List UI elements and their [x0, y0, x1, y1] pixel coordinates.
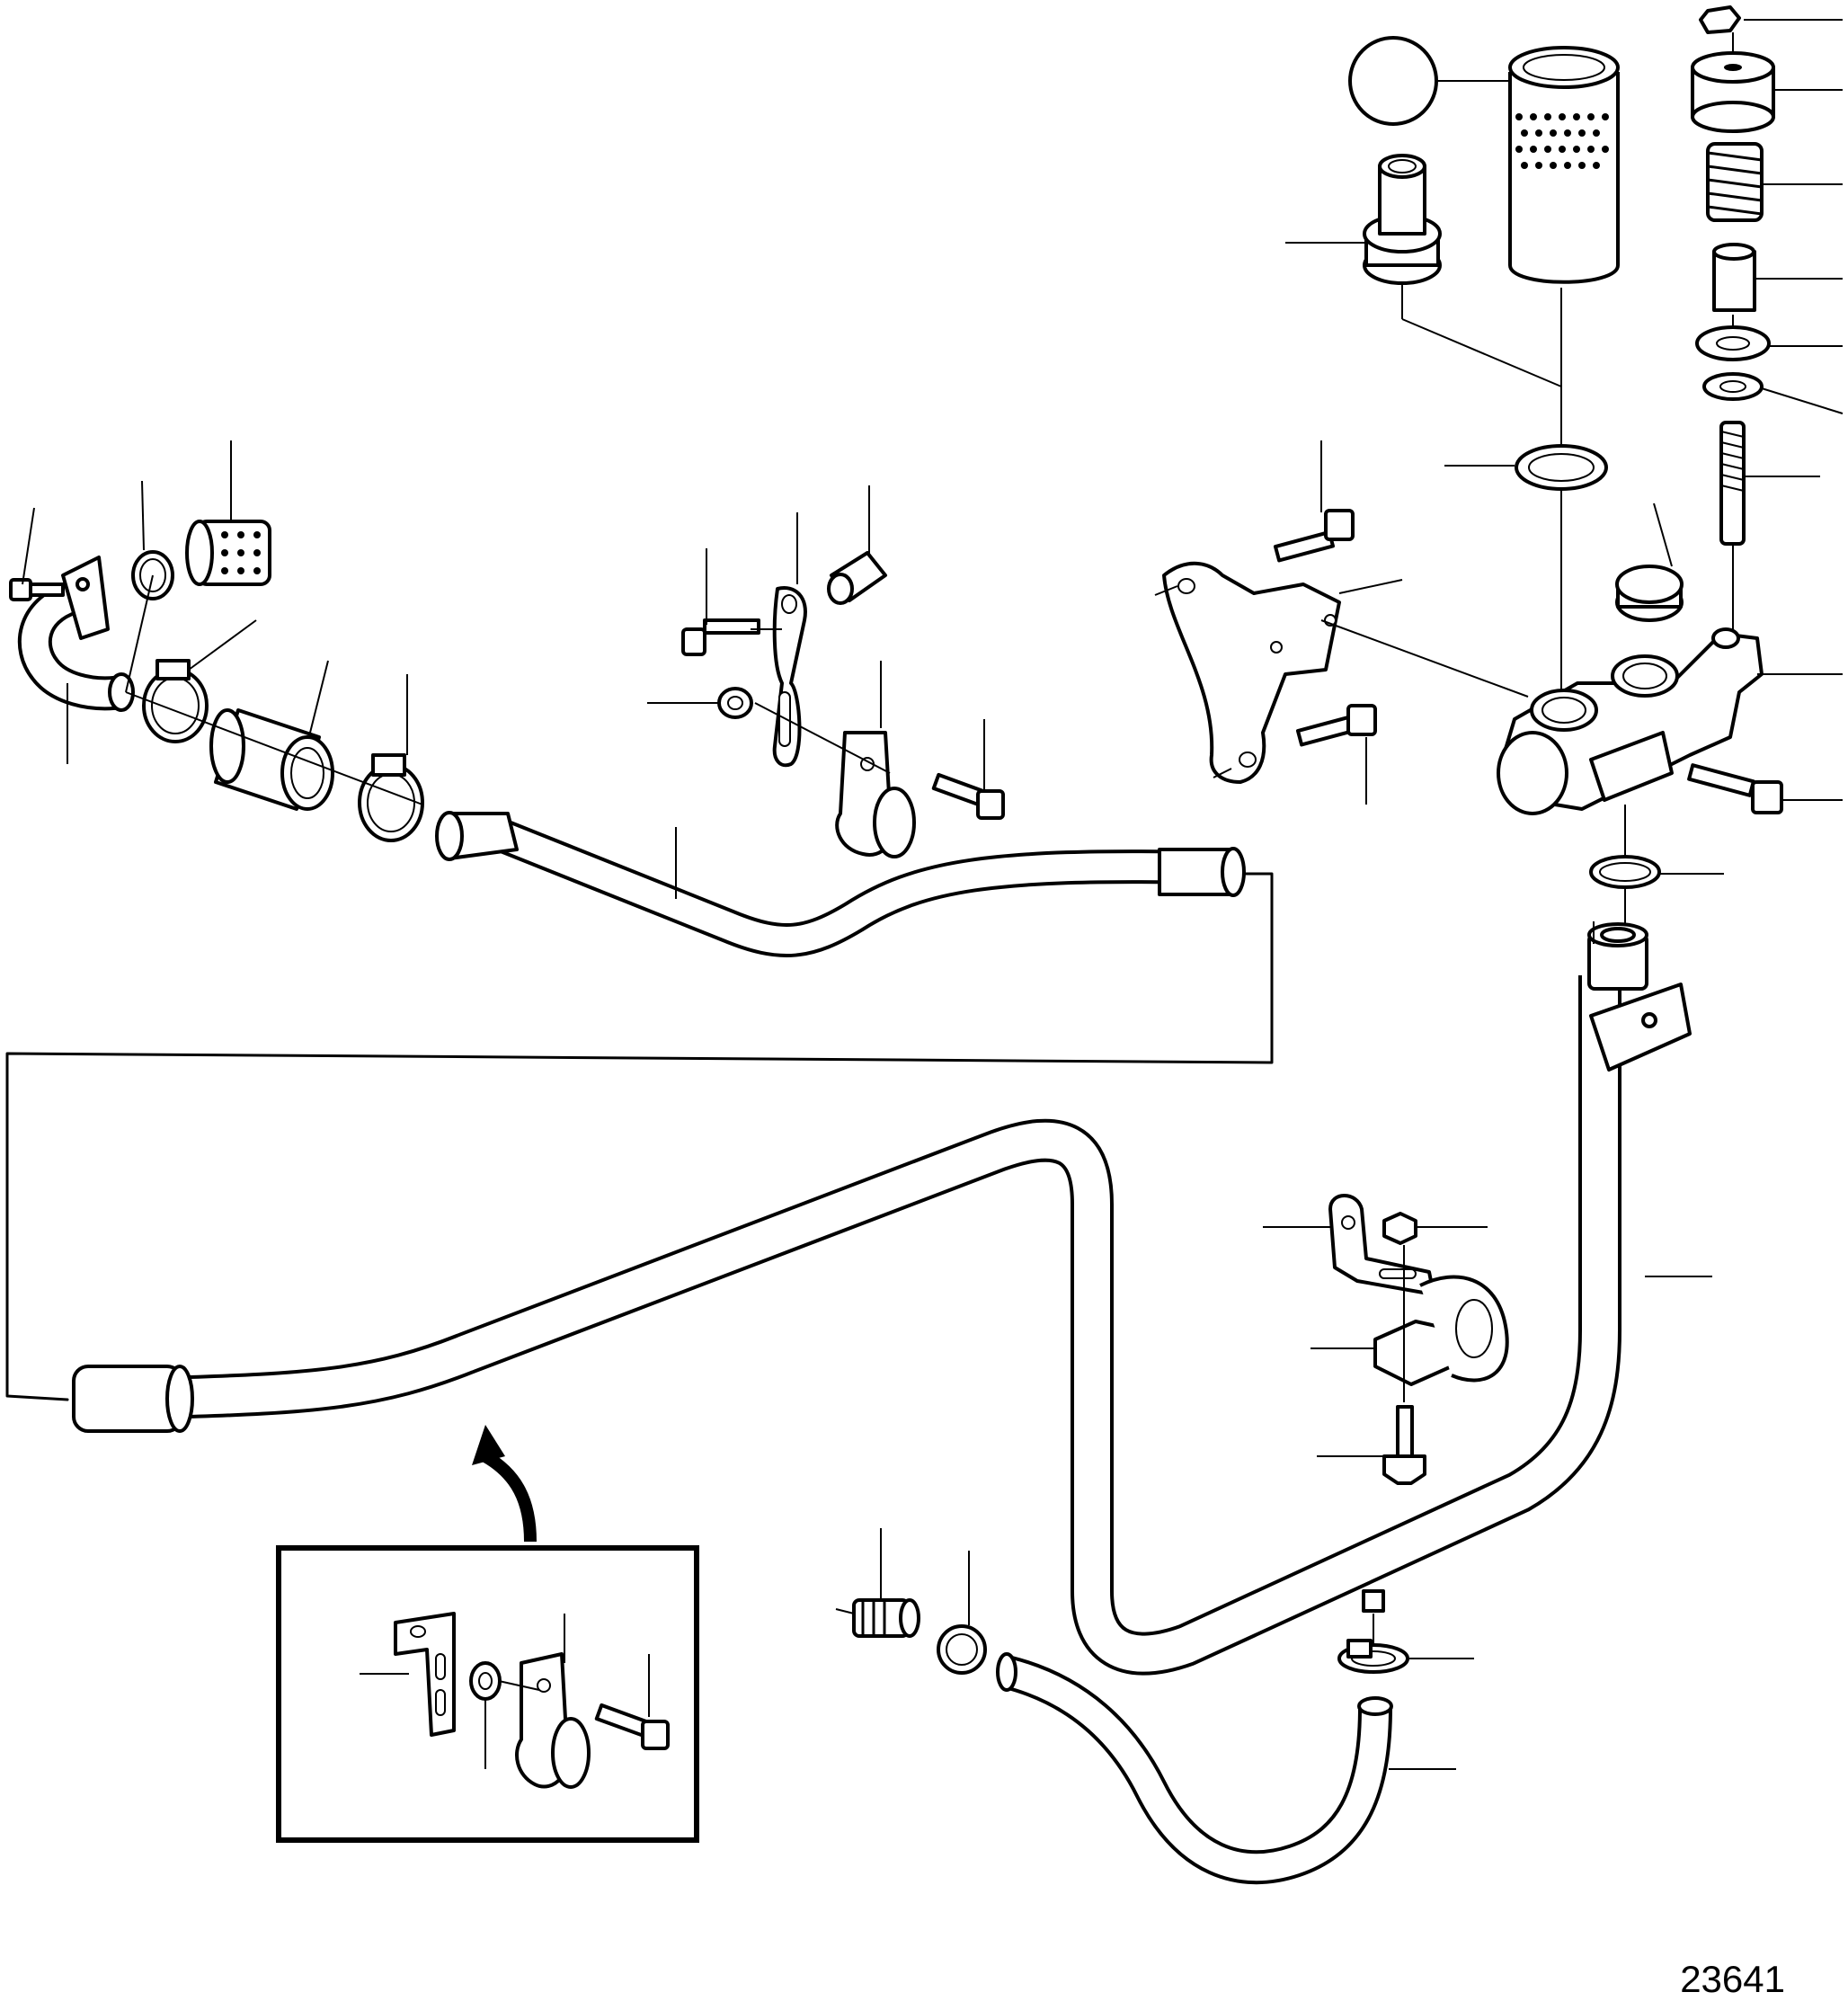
bolt-right-clamp: [1382, 1405, 1426, 1485]
upper-pipe-left-fitting: [435, 811, 519, 861]
p-clip-middle: [835, 731, 916, 858]
twisted-strap-bracket: [772, 586, 807, 768]
filter-head-plug: [1615, 565, 1684, 622]
valve-washer-2: [1702, 372, 1764, 401]
lower-hose: [996, 1652, 1393, 1885]
leader-lines-left: [22, 440, 677, 899]
nut-middle: [717, 687, 753, 719]
leader-lines-right-clamp: [1263, 1226, 1712, 1457]
elbow-clamp-bracket: [61, 556, 110, 640]
leader-lines-plate: [1154, 440, 1529, 805]
lower-pipe-end-sleeve: [72, 1365, 194, 1433]
pipe-bottom-stub: [1362, 1589, 1385, 1643]
filter-perforation-dots: [1515, 113, 1609, 169]
hose-nipple-fitting: [852, 1598, 920, 1638]
bolt-filter-head: [1687, 763, 1783, 814]
leader-lines-middle: [647, 485, 985, 791]
leader-lines-filter: [1285, 242, 1562, 692]
hose-clamp-1: [142, 659, 209, 743]
valve-cap-nut: [1699, 5, 1741, 34]
filter-head-block: [1497, 627, 1764, 815]
leader-lines-head: [1653, 502, 1843, 801]
connection-frame-line: [5, 872, 1274, 1401]
valve-spring: [1706, 142, 1764, 222]
hose-clamp-vertical: [1337, 1639, 1409, 1674]
filter-sealing-ring: [1515, 444, 1608, 491]
circle-callout-marker: [1348, 36, 1510, 126]
hose-clamp-2: [358, 753, 424, 842]
bolt-middle-1: [681, 618, 760, 656]
clamp-block-right: [1373, 1275, 1509, 1386]
hose-clamp-lower: [937, 1624, 987, 1675]
upper-pipe-right-fitting: [1158, 847, 1246, 897]
leader-lines-lower-hose: [835, 1528, 1474, 1770]
angle-bracket-right: [1328, 1194, 1435, 1296]
valve-washer-1: [1695, 325, 1771, 361]
filter-nipple: [1363, 154, 1442, 285]
o-ring-lower: [1589, 805, 1724, 944]
bolt-middle-2: [931, 772, 1005, 820]
bolt-plate-top: [1273, 509, 1355, 563]
detail-arrow: [472, 1425, 537, 1543]
nut-right: [1382, 1212, 1417, 1245]
inset-bolt: [594, 1703, 670, 1750]
leader-lines-valve: [1732, 19, 1844, 629]
mounting-plate: [1162, 561, 1341, 784]
upper-pipe: [496, 820, 1205, 957]
leader-lines-inset: [360, 1614, 650, 1769]
valve-stud: [1719, 421, 1746, 546]
filter-cartridge: [1508, 46, 1620, 284]
strainer-insert: [185, 520, 271, 586]
vertical-pipe-top-fitting: [1587, 922, 1648, 991]
inset-bracket: [394, 1612, 456, 1737]
valve-cap: [1691, 51, 1775, 133]
valve-piston: [1712, 243, 1756, 312]
lower-main-pipe: [161, 975, 1621, 1676]
pipe-mounting-bracket: [1589, 983, 1692, 1072]
bolt-plate-bottom: [1295, 704, 1377, 747]
spacer-bushing: [827, 551, 887, 605]
diagram-number: 23641: [1680, 1958, 1785, 2000]
inset-nut: [469, 1661, 502, 1701]
hose-sleeve: [209, 708, 334, 811]
bolt-left: [9, 578, 65, 601]
